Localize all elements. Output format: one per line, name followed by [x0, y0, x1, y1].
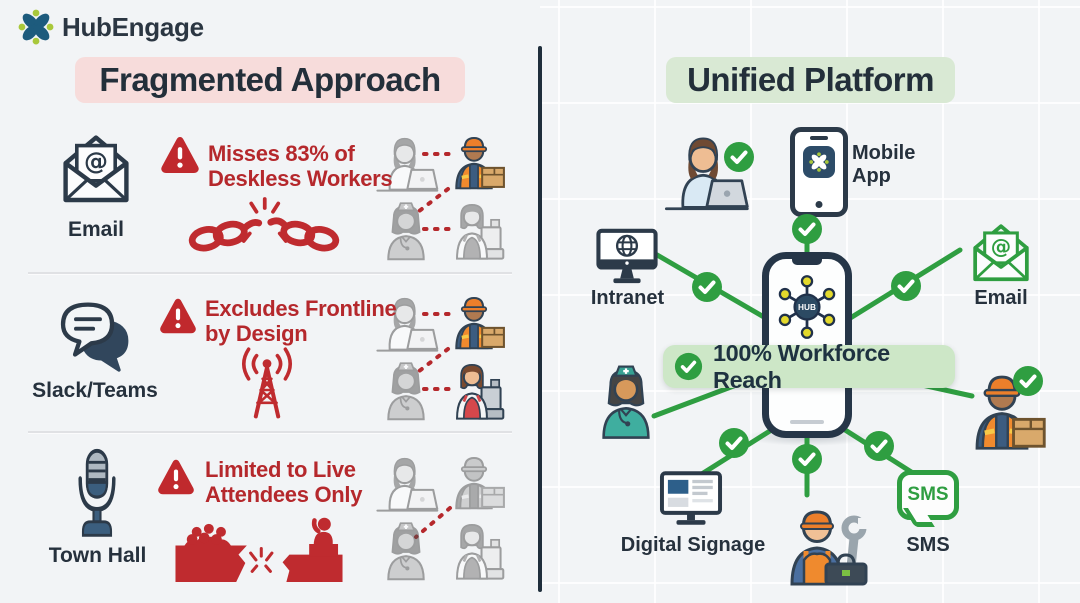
- channel-label-digital-signage: Digital Signage: [620, 534, 766, 556]
- hub-label: HUB: [798, 303, 816, 312]
- email-envelope-icon: [962, 218, 1040, 286]
- worker-warehouse-icon: [440, 281, 508, 353]
- microphone-icon: [62, 446, 132, 542]
- checkmark-icon: [1012, 365, 1044, 397]
- phone-home-bar: [790, 420, 824, 424]
- row-separator: [28, 272, 512, 275]
- warning-triangle-icon: [158, 133, 202, 177]
- hubengage-pinwheel-icon: [18, 9, 54, 45]
- channel-label-intranet: Intranet: [590, 287, 665, 309]
- row-separator: [28, 431, 512, 434]
- workforce-reach-badge: 100% Workforce Reach: [663, 340, 955, 393]
- checkmark-icon: [691, 271, 723, 303]
- channel-label-email: Email: [974, 287, 1028, 309]
- brand-name: HubEngage: [62, 11, 204, 42]
- checkmark-icon: [723, 141, 755, 173]
- channel-label-sms: SMS: [906, 534, 950, 556]
- fragmented-title: Fragmented Approach: [75, 57, 465, 103]
- sms-bubble-icon: SMS: [897, 470, 959, 527]
- checkmark-icon: [718, 427, 750, 459]
- phone-speaker: [810, 136, 828, 140]
- checkmark-icon: [863, 430, 895, 462]
- checkmark-icon: [674, 352, 703, 381]
- warning-triangle-icon: [155, 456, 197, 498]
- panel-divider: [538, 46, 542, 592]
- worker-nurse-icon: [372, 352, 440, 424]
- chat-bubbles-icon: [50, 290, 138, 376]
- brand-logo: HubEngage: [18, 9, 204, 45]
- phone-home-button: [815, 201, 823, 208]
- worker-warehouse-icon: [440, 121, 508, 193]
- broken-bridge-icon: [174, 506, 344, 582]
- broken-chain-icon: [180, 196, 348, 256]
- worker-nurse-icon: [372, 192, 440, 264]
- warning-text-slack: Excludes Frontline by Design: [205, 296, 397, 347]
- digital-signage-icon: [650, 468, 732, 534]
- warning-text-town-hall: Limited to Live Attendees Only: [205, 457, 363, 508]
- worker-warehouse-icon: [440, 441, 508, 513]
- warning-triangle-icon: [157, 295, 199, 337]
- worker-nurse-icon: [372, 512, 440, 584]
- app-tile-icon: [803, 146, 835, 178]
- workforce-reach-text: 100% Workforce Reach: [713, 339, 890, 393]
- phone-notch: [792, 257, 822, 265]
- email-envelope-icon: [56, 128, 136, 208]
- checkmark-icon: [791, 443, 823, 475]
- sms-bubble-text: SMS: [907, 484, 949, 505]
- mobile-app-icon: [790, 127, 848, 217]
- intranet-monitor-icon: [590, 224, 664, 292]
- checkmark-icon: [791, 213, 823, 245]
- hub-network-icon: HUB: [778, 275, 836, 339]
- worker-cashier-icon: [438, 512, 506, 584]
- checkmark-icon: [890, 270, 922, 302]
- channel-label-mobile-app: Mobile App: [852, 142, 916, 187]
- worker-cashier-icon: [438, 192, 506, 264]
- warning-text-email: Misses 83% of Deskless Workers: [208, 141, 393, 192]
- worker-mechanic-icon: [770, 488, 870, 588]
- channel-label-town-hall: Town Hall: [48, 544, 147, 567]
- radio-tower-icon: [227, 341, 307, 423]
- worker-nurse-icon: [583, 352, 669, 444]
- channel-label-slack-teams: Slack/Teams: [32, 379, 158, 402]
- worker-cashier-icon: [438, 352, 506, 424]
- unified-title: Unified Platform: [666, 57, 955, 103]
- channel-label-email: Email: [67, 218, 125, 241]
